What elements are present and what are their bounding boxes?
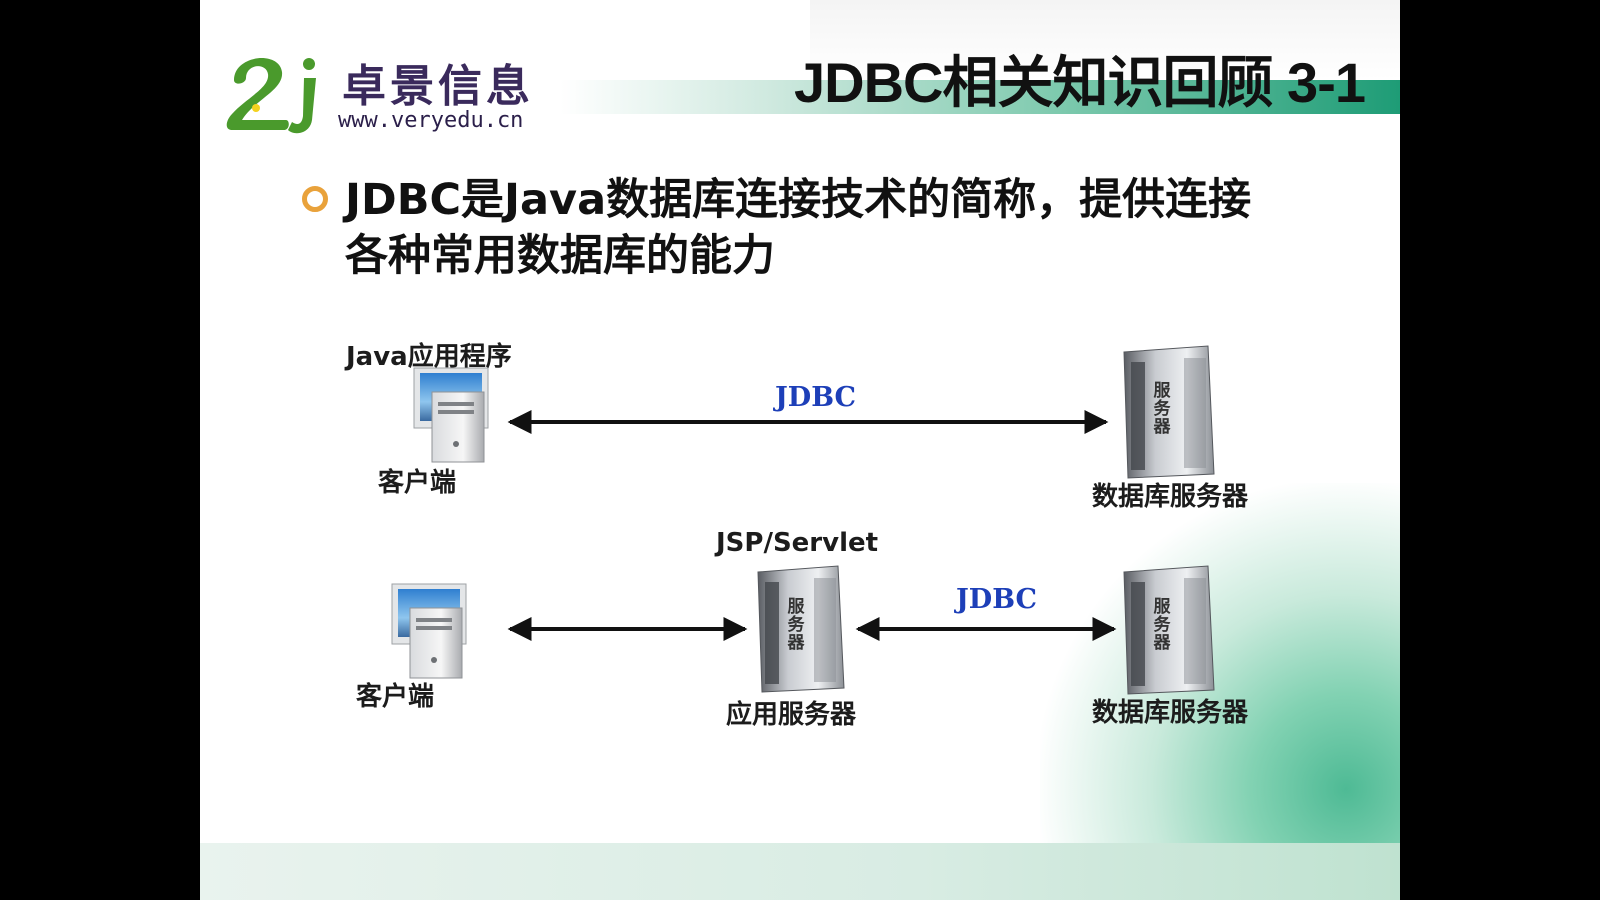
java-app-label: Java应用程序 <box>346 342 512 372</box>
server-text-3a: 服 <box>1154 597 1172 617</box>
server-text-1c: 器 <box>1153 417 1172 437</box>
server-text-1a: 服 <box>1154 381 1172 401</box>
header-shadow <box>810 0 1400 80</box>
db-server-1: 服 务 器 <box>1123 345 1215 479</box>
bullet-icon <box>302 186 328 212</box>
client-label-1: 客户端 <box>378 468 457 498</box>
logo-url: www.veryedu.cn <box>338 108 524 133</box>
logo-icon <box>226 58 316 134</box>
server-text-2c: 器 <box>787 633 806 653</box>
db-server-label-2: 数据库服务器 <box>1092 698 1249 728</box>
logo: 卓景信息 www.veryedu.cn <box>224 50 584 140</box>
client-computer-2 <box>391 583 467 679</box>
bullet-line-1: JDBC是Java数据库连接技术的简称，提供连接 <box>345 175 1252 225</box>
slide-title: JDBC相关知识回顾 3-1 <box>794 51 1366 114</box>
server-text-3c: 器 <box>1153 633 1172 653</box>
jsp-servlet-label: JSP/Servlet <box>716 528 879 558</box>
client-computer-1 <box>413 367 489 463</box>
diagram-canvas: 服 务 器 服 务 器 服 <box>391 345 1215 695</box>
server-text-3b: 务 <box>1154 614 1172 635</box>
client-label-2: 客户端 <box>356 682 435 712</box>
server-text-1b: 务 <box>1154 398 1172 419</box>
corner-decoration <box>1040 483 1400 843</box>
db-server-2: 服 务 器 <box>1123 565 1215 695</box>
jdbc-label-2: JDBC <box>956 584 1037 615</box>
slide: 卓景信息 www.veryedu.cn JDBC相关知识回顾 3-1 JDBC是… <box>200 0 1400 900</box>
bullet-line-2: 各种常用数据库的能力 <box>345 231 775 281</box>
server-text-2b: 务 <box>788 614 806 635</box>
jdbc-label-1: JDBC <box>775 382 856 413</box>
app-server: 服 务 器 <box>757 565 845 693</box>
db-server-label-1: 数据库服务器 <box>1092 482 1249 512</box>
logo-name: 卓景信息 <box>342 61 534 112</box>
bullet-text: JDBC是Java数据库连接技术的简称，提供连接 各种常用数据库的能力 <box>345 172 1345 284</box>
bottom-band <box>200 843 1400 900</box>
server-text-2a: 服 <box>788 597 806 617</box>
app-server-label: 应用服务器 <box>726 700 857 730</box>
header-band <box>560 80 1400 114</box>
